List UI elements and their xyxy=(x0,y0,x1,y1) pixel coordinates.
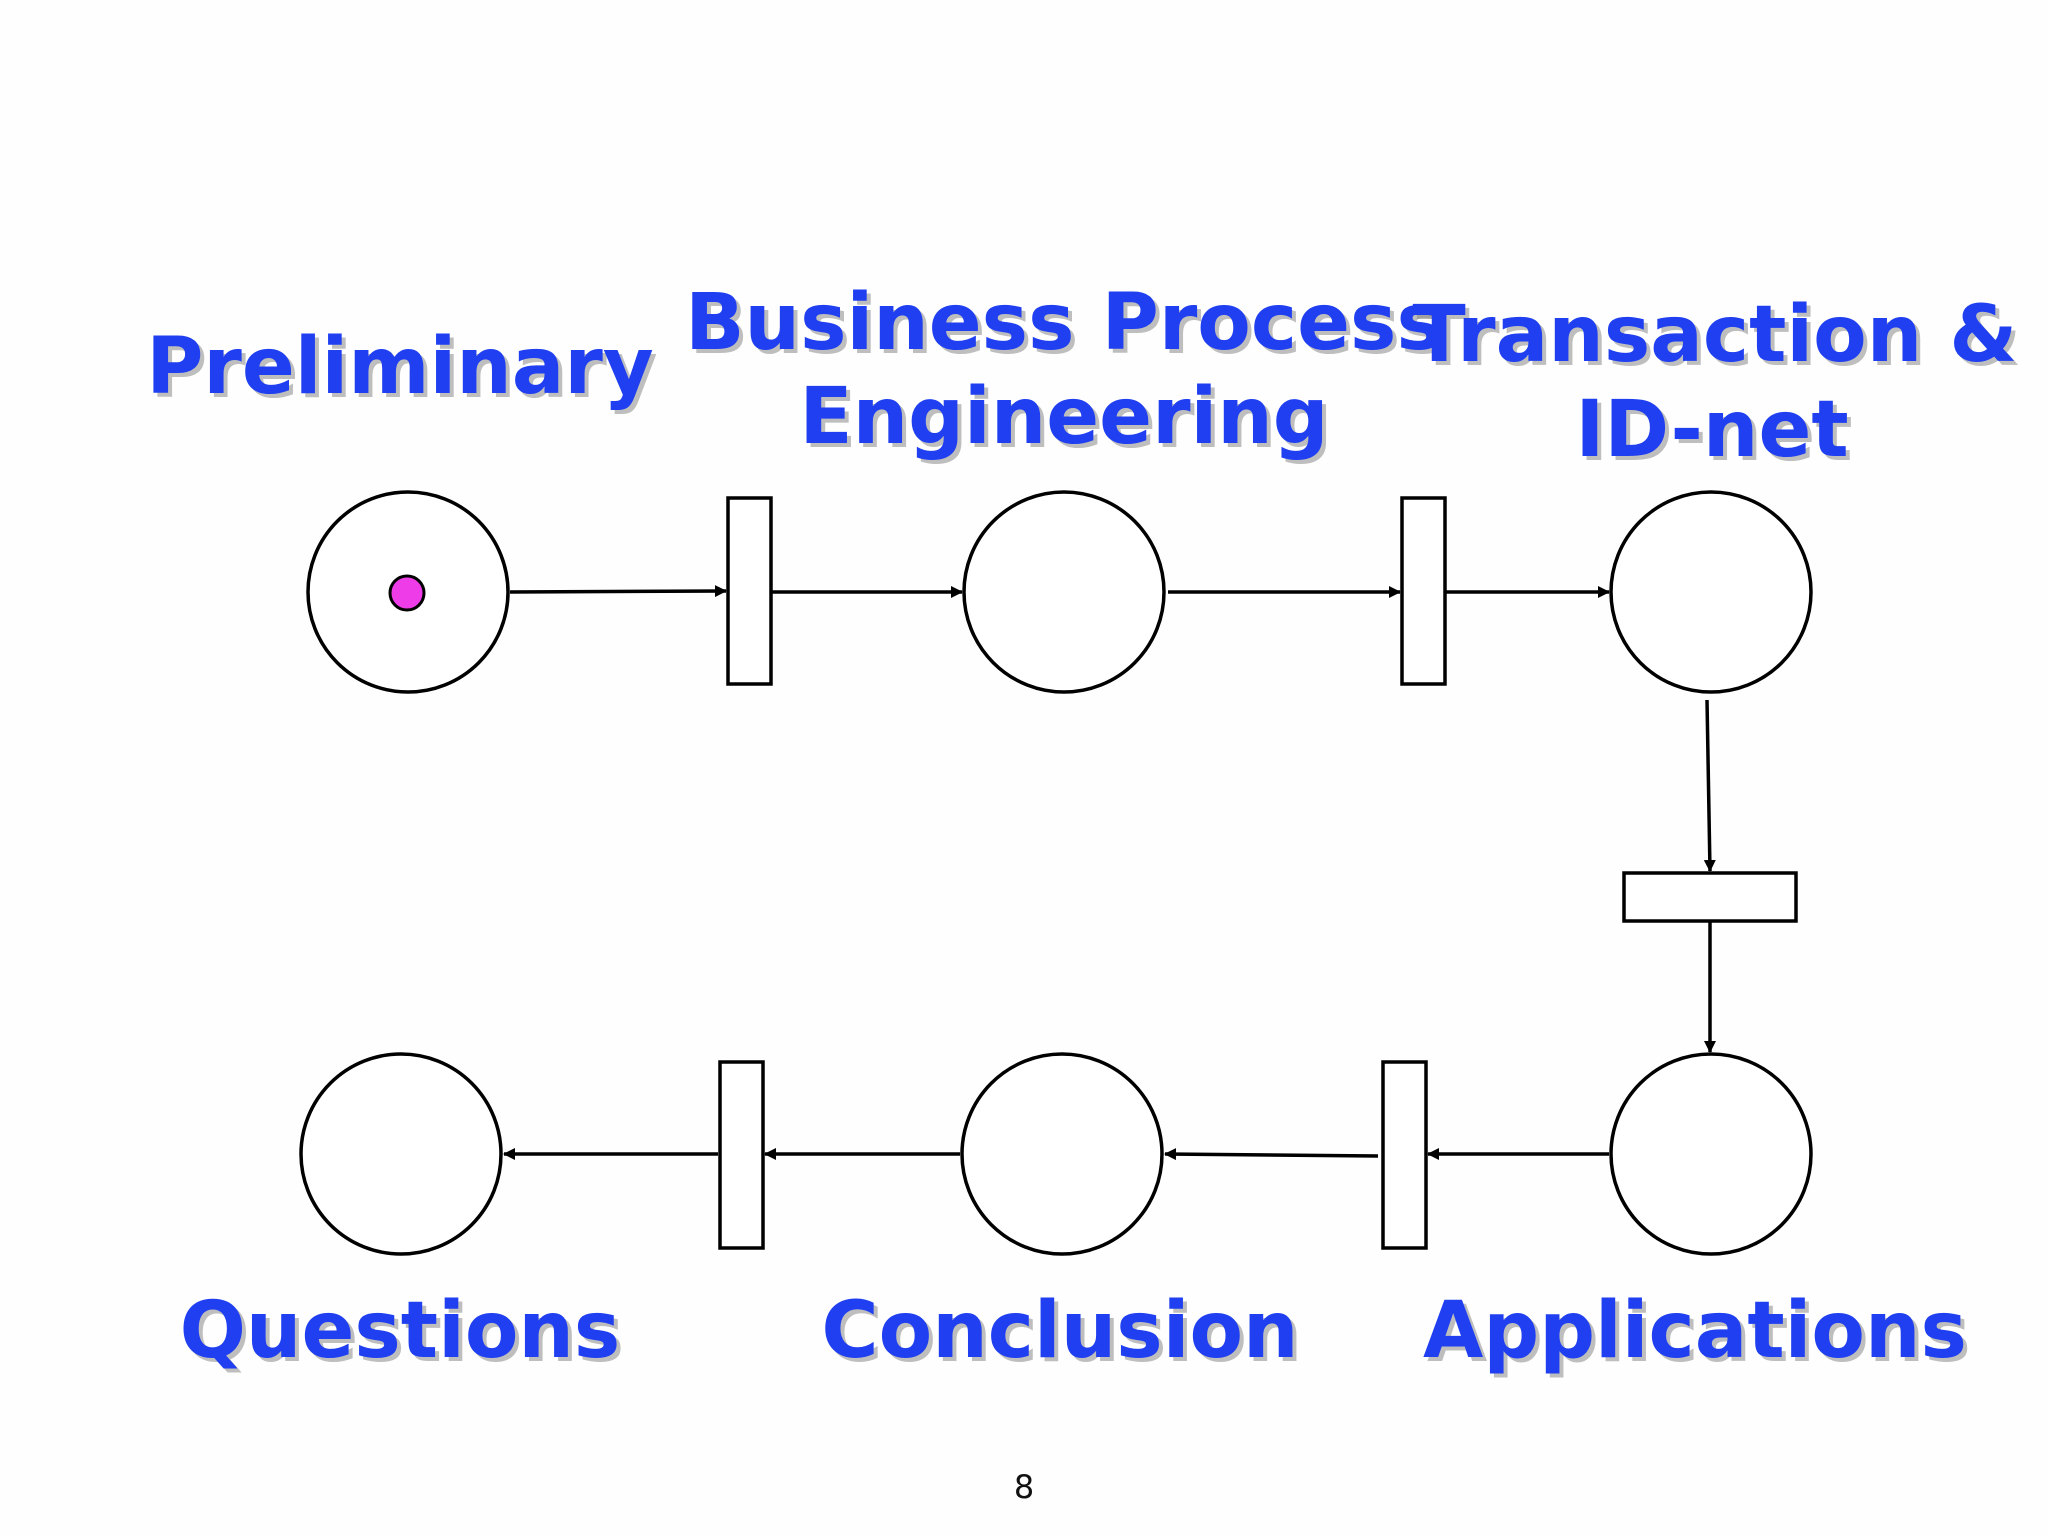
place-conclusion xyxy=(960,1052,1164,1256)
label-preliminary-shadow: Preliminary xyxy=(150,326,658,416)
arc-transaction-to-t3 xyxy=(1703,699,1716,872)
label-transaction-line1-shadow: Transaction & xyxy=(1417,294,2022,384)
label-transaction-line1: Transaction & xyxy=(1413,290,2018,380)
transition-5 xyxy=(718,1060,765,1250)
label-bpe-line2: Engineering xyxy=(799,372,1328,462)
label-bpe-line1: Business Process xyxy=(685,278,1443,368)
label-conclusion: Conclusion xyxy=(821,1286,1298,1376)
label-applications-shadow: Applications xyxy=(1427,1290,1971,1380)
place-transaction-id-net xyxy=(1609,490,1813,694)
place-business-process-engineering xyxy=(962,490,1166,694)
label-questions: Questions xyxy=(180,1286,621,1376)
label-preliminary: Preliminary xyxy=(146,322,654,412)
label-questions-shadow: Questions xyxy=(184,1290,625,1380)
label-bpe-line1-shadow: Business Process xyxy=(689,282,1447,372)
token-dot xyxy=(388,574,426,612)
transition-4 xyxy=(1381,1060,1428,1250)
label-bpe-line2-shadow: Engineering xyxy=(803,376,1332,466)
transition-1 xyxy=(726,496,773,686)
arc-t4-to-conclusion xyxy=(1164,1148,1379,1161)
page-number: 8 xyxy=(1013,1468,1035,1506)
transition-2 xyxy=(1400,496,1447,686)
label-applications: Applications xyxy=(1423,1286,1967,1376)
label-transaction-line2: ID-net xyxy=(1575,385,1848,475)
label-conclusion-shadow: Conclusion xyxy=(825,1290,1302,1380)
arc-preliminary-to-t1 xyxy=(509,585,727,598)
place-questions xyxy=(299,1052,503,1256)
transition-3 xyxy=(1622,871,1798,923)
label-transaction-line2-shadow: ID-net xyxy=(1579,389,1852,479)
place-applications xyxy=(1609,1052,1813,1256)
